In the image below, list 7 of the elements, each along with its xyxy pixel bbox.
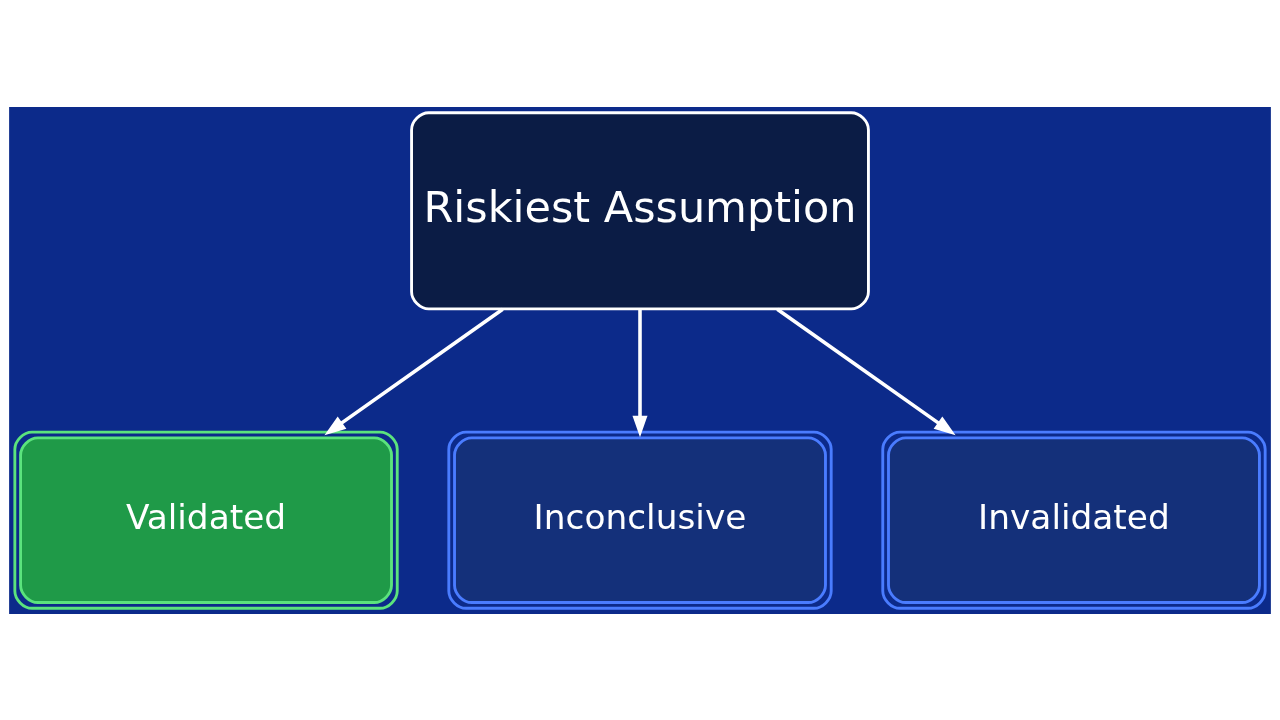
node-box: Validated xyxy=(13,430,399,610)
arrow xyxy=(632,308,648,437)
node-box: Riskiest Assumption xyxy=(410,110,870,310)
node-box: Inconclusive xyxy=(447,430,833,610)
arrow xyxy=(776,307,956,435)
node-box: Invalidated xyxy=(881,430,1267,610)
arrow xyxy=(324,307,504,435)
